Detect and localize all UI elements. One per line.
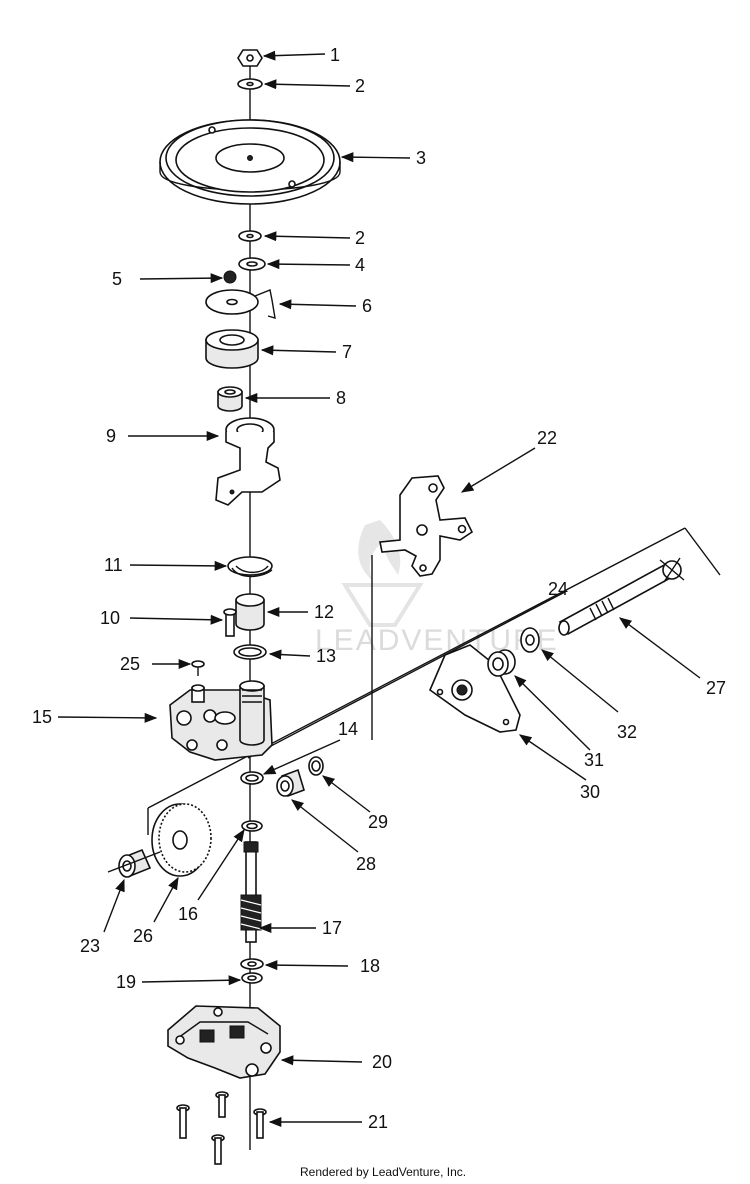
part-22-bracket bbox=[379, 475, 474, 577]
watermark: LEADVENTURE bbox=[315, 520, 559, 657]
part-12-sleeve bbox=[235, 593, 265, 631]
callout-26: 26 bbox=[133, 926, 153, 946]
part-23-bushing bbox=[118, 848, 152, 878]
callout-6: 6 bbox=[362, 296, 372, 316]
callout-27: 27 bbox=[706, 678, 726, 698]
part-10-pin bbox=[223, 608, 237, 637]
part-11-spring bbox=[227, 556, 273, 578]
callout-24: 24 bbox=[548, 579, 568, 599]
part-3-pulley bbox=[159, 119, 341, 205]
callout-7: 7 bbox=[342, 342, 352, 362]
callout-11: 11 bbox=[104, 555, 123, 575]
callout-15: 15 bbox=[32, 707, 52, 727]
watermark-text: LEADVENTURE bbox=[315, 624, 559, 657]
part-1-nut bbox=[237, 49, 263, 67]
callout-31: 31 bbox=[584, 750, 604, 770]
part-21-screws bbox=[176, 1091, 267, 1165]
callout-5: 5 bbox=[112, 269, 122, 289]
part-8-bushing bbox=[217, 386, 243, 412]
callout-2: 2 bbox=[355, 228, 365, 248]
callout-4: 4 bbox=[355, 255, 365, 275]
callout-23: 23 bbox=[80, 936, 100, 956]
callout-13: 13 bbox=[316, 646, 336, 666]
callout-3: 3 bbox=[416, 148, 426, 168]
callout-1: 1 bbox=[330, 45, 340, 65]
callout-28: 28 bbox=[356, 854, 376, 874]
callout-30: 30 bbox=[580, 782, 600, 802]
callout-29: 29 bbox=[368, 812, 388, 832]
callout-10: 10 bbox=[100, 608, 120, 628]
part-5-ball bbox=[223, 270, 237, 284]
callout-2: 2 bbox=[355, 76, 365, 96]
callout-22: 22 bbox=[537, 428, 557, 448]
callout-labels: 1 2 3 2 4 5 6 7 8 9 22 11 24 10 12 27 25… bbox=[32, 45, 726, 1132]
part-25-screw bbox=[191, 660, 205, 676]
callout-18: 18 bbox=[360, 956, 380, 976]
callout-16: 16 bbox=[178, 904, 198, 924]
part-28-bushing bbox=[276, 768, 305, 798]
part-15-housing bbox=[169, 680, 273, 761]
part-7-bearing bbox=[205, 329, 259, 369]
callout-32: 32 bbox=[617, 722, 637, 742]
callout-12: 12 bbox=[314, 602, 334, 622]
part-9-bracket bbox=[215, 417, 281, 506]
callout-9: 9 bbox=[106, 426, 116, 446]
part-27-shaft bbox=[558, 557, 685, 636]
part-31-bearing bbox=[487, 649, 516, 677]
callout-19: 19 bbox=[116, 972, 136, 992]
part-30-plate bbox=[429, 644, 521, 733]
footer-credit: Rendered by LeadVenture, Inc. bbox=[300, 1165, 466, 1179]
callout-8: 8 bbox=[336, 388, 346, 408]
callout-20: 20 bbox=[372, 1052, 392, 1072]
leader-lines bbox=[57, 50, 701, 1128]
part-20-cover bbox=[167, 1005, 281, 1079]
callout-14: 14 bbox=[338, 719, 358, 739]
callout-17: 17 bbox=[322, 918, 342, 938]
part-26-gear bbox=[151, 803, 212, 877]
axle-housing bbox=[147, 527, 721, 835]
callout-21: 21 bbox=[368, 1112, 388, 1132]
part-6-plate bbox=[205, 289, 276, 319]
part-17-worm-shaft bbox=[240, 841, 262, 943]
callout-25: 25 bbox=[120, 654, 140, 674]
